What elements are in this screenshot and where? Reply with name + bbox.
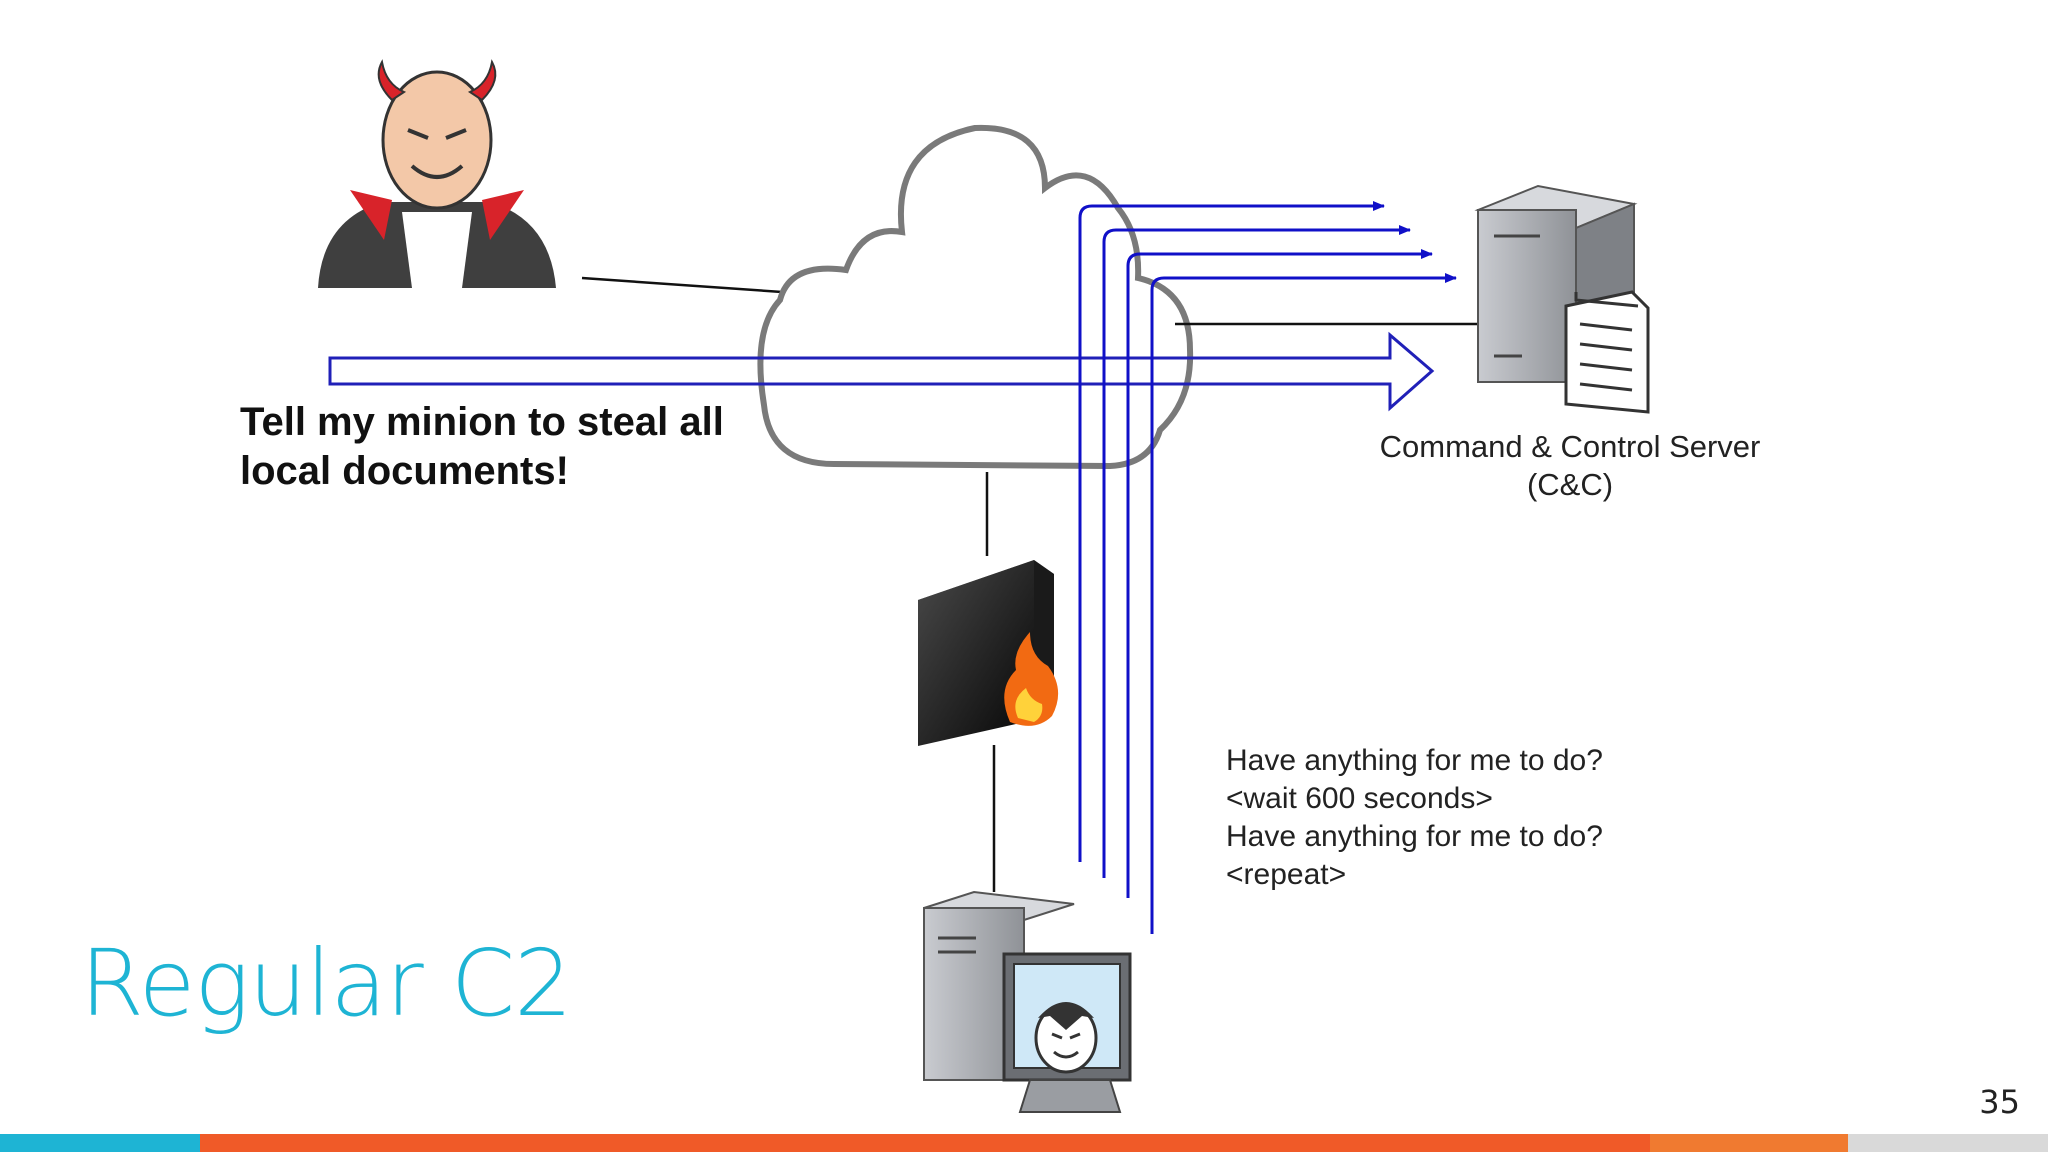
server-label: Command & Control Server (C&C) bbox=[1330, 428, 1810, 504]
firewall-icon bbox=[918, 560, 1059, 746]
slide-number: 35 bbox=[1979, 1083, 2020, 1121]
document-icon bbox=[1564, 290, 1650, 414]
footer-segment bbox=[1450, 1134, 1650, 1152]
server-label-line: (C&C) bbox=[1526, 467, 1614, 502]
attacker-message: Tell my minion to steal all local docume… bbox=[240, 398, 800, 496]
beacon-arrows bbox=[1078, 201, 1457, 934]
footer-segment bbox=[1848, 1134, 2048, 1152]
footer-color-bar bbox=[0, 1134, 2048, 1152]
beacon-text-line: Have anything for me to do? bbox=[1226, 820, 1603, 853]
beacon-text-line: <repeat> bbox=[1226, 858, 1347, 891]
devil-attacker-icon bbox=[318, 59, 556, 288]
beacon-text-line: <wait 600 seconds> bbox=[1226, 782, 1493, 815]
footer-segment bbox=[0, 1134, 200, 1152]
command-arrow bbox=[328, 331, 1435, 412]
beacon-text: Have anything for me to do? <wait 600 se… bbox=[1226, 742, 1726, 894]
attacker-message-line: Tell my minion to steal all bbox=[240, 400, 724, 444]
attacker-message-line: local documents! bbox=[240, 449, 569, 493]
server-label-line: Command & Control Server bbox=[1379, 429, 1761, 464]
beacon-text-line: Have anything for me to do? bbox=[1226, 744, 1603, 777]
infected-computer-icon bbox=[923, 890, 1132, 1113]
slide-title: Regular C2 bbox=[80, 930, 573, 1037]
footer-segment bbox=[200, 1134, 1450, 1152]
footer-segment bbox=[1650, 1134, 1848, 1152]
cloud-icon bbox=[757, 124, 1194, 470]
